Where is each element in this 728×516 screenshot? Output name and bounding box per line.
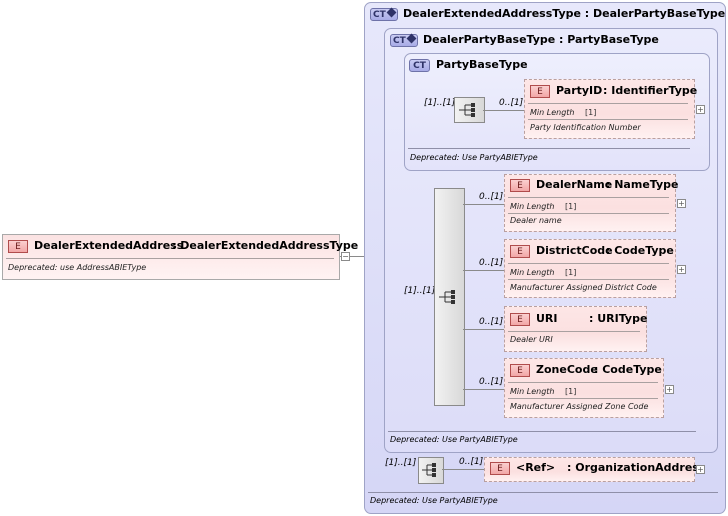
connector	[463, 204, 504, 205]
divider	[508, 331, 640, 332]
divider	[508, 279, 669, 280]
ct-extension-icon	[386, 7, 397, 18]
expand-icon[interactable]: +	[677, 199, 686, 208]
element-type: : CodeType	[594, 363, 662, 376]
divider	[508, 263, 669, 264]
element-name: DealerExtendedAddress	[34, 239, 184, 252]
collapse-icon[interactable]: −	[341, 252, 350, 261]
element-party-id[interactable]	[524, 79, 695, 139]
element-doc: Manufacturer Assigned Zone Code	[510, 402, 649, 411]
element-type: : URIType	[589, 312, 648, 325]
element-name: DealerName	[536, 178, 613, 191]
element-name: ZoneCode	[536, 363, 598, 376]
facet-value: [1]	[565, 387, 577, 396]
divider	[508, 213, 669, 214]
sequence-icon	[422, 463, 436, 477]
expand-icon[interactable]: +	[696, 105, 705, 114]
sequence-compositor[interactable]	[454, 97, 485, 123]
element-type: : IdentifierType	[603, 84, 698, 97]
divider	[508, 398, 658, 399]
connector	[463, 329, 504, 330]
element-type: : NameType	[606, 178, 679, 191]
cardinality-label: [1]..[1]	[404, 286, 436, 296]
facet-value: [1]	[565, 268, 577, 277]
facet-label: Min Length	[510, 268, 555, 277]
ct-badge-text: CT	[373, 10, 386, 20]
cardinality-label: [1]..[1]	[385, 458, 417, 468]
element-badge: E	[8, 240, 28, 253]
ct-middle-title: DealerPartyBaseType : PartyBaseType	[423, 33, 659, 46]
sequence-compositor[interactable]	[434, 188, 465, 406]
element-type: : DealerExtendedAddressType	[172, 239, 359, 252]
element-badge: E	[510, 313, 530, 326]
element-dealer-extended-address[interactable]	[2, 234, 340, 280]
cardinality-label: [1]..[1]	[424, 98, 456, 108]
divider	[508, 382, 658, 383]
element-badge: E	[530, 85, 550, 98]
complex-type-badge: CT	[370, 7, 398, 21]
sequence-icon	[459, 103, 475, 117]
element-name: PartyID	[556, 84, 603, 97]
divider	[6, 258, 334, 259]
element-doc: Manufacturer Assigned District Code	[510, 283, 657, 292]
facet-label: Min Length	[510, 387, 555, 396]
sequence-compositor[interactable]	[418, 457, 444, 484]
ct-badge-text: CT	[413, 61, 426, 71]
element-zone-code[interactable]	[504, 358, 664, 418]
connector	[463, 270, 504, 271]
cardinality-label: 0..[1]	[479, 377, 504, 387]
ct-inner-deprecated: Deprecated: Use PartyABIEType	[410, 153, 538, 162]
element-doc: Party Identification Number	[530, 123, 641, 132]
divider	[508, 197, 669, 198]
connector	[442, 469, 484, 470]
divider	[368, 492, 718, 493]
facet-label: Min Length	[510, 202, 555, 211]
element-name: <Ref>	[516, 461, 556, 474]
divider	[408, 148, 690, 149]
cardinality-label: 0..[1]	[479, 192, 504, 202]
connector	[483, 110, 524, 111]
element-name: DistrictCode	[536, 244, 613, 257]
root-connector	[340, 256, 374, 257]
expand-icon[interactable]: +	[677, 265, 686, 274]
element-type: : OrganizationAddress	[567, 461, 706, 474]
element-type: : CodeType	[606, 244, 674, 257]
element-badge: E	[510, 245, 530, 258]
complex-type-badge: CT	[409, 59, 430, 72]
cardinality-label: 0..[1]	[499, 98, 524, 108]
cardinality-label: 0..[1]	[479, 317, 504, 327]
connector	[463, 389, 504, 390]
sequence-icon	[439, 290, 455, 304]
element-district-code[interactable]	[504, 239, 676, 298]
ct-outer-title: DealerExtendedAddressType : DealerPartyB…	[403, 7, 726, 20]
cardinality-label: 0..[1]	[479, 258, 504, 268]
element-doc: Deprecated: use AddressABIEType	[8, 263, 147, 272]
facet-label: Min Length	[530, 108, 575, 117]
ct-outer-deprecated: Deprecated: Use PartyABIEType	[370, 496, 498, 505]
element-dealer-name[interactable]	[504, 174, 676, 232]
element-badge: E	[490, 462, 510, 475]
complex-type-badge: CT	[390, 33, 418, 47]
divider	[528, 103, 688, 104]
ct-middle-deprecated: Deprecated: Use PartyABIEType	[390, 435, 518, 444]
ct-extension-icon	[406, 33, 417, 44]
expand-icon[interactable]: +	[665, 385, 674, 394]
ct-inner-title: PartyBaseType	[436, 58, 528, 71]
cardinality-label: 0..[1]	[459, 457, 484, 467]
element-doc: Dealer URI	[510, 335, 553, 344]
divider	[388, 431, 696, 432]
expand-icon[interactable]: +	[696, 465, 705, 474]
facet-value: [1]	[565, 202, 577, 211]
facet-value: [1]	[585, 108, 597, 117]
divider	[528, 119, 688, 120]
element-organization-address-ref[interactable]	[484, 457, 695, 482]
element-badge: E	[510, 364, 530, 377]
ct-badge-text: CT	[393, 36, 406, 46]
element-badge: E	[510, 179, 530, 192]
element-name: URI	[536, 312, 558, 325]
element-doc: Dealer name	[510, 216, 562, 225]
